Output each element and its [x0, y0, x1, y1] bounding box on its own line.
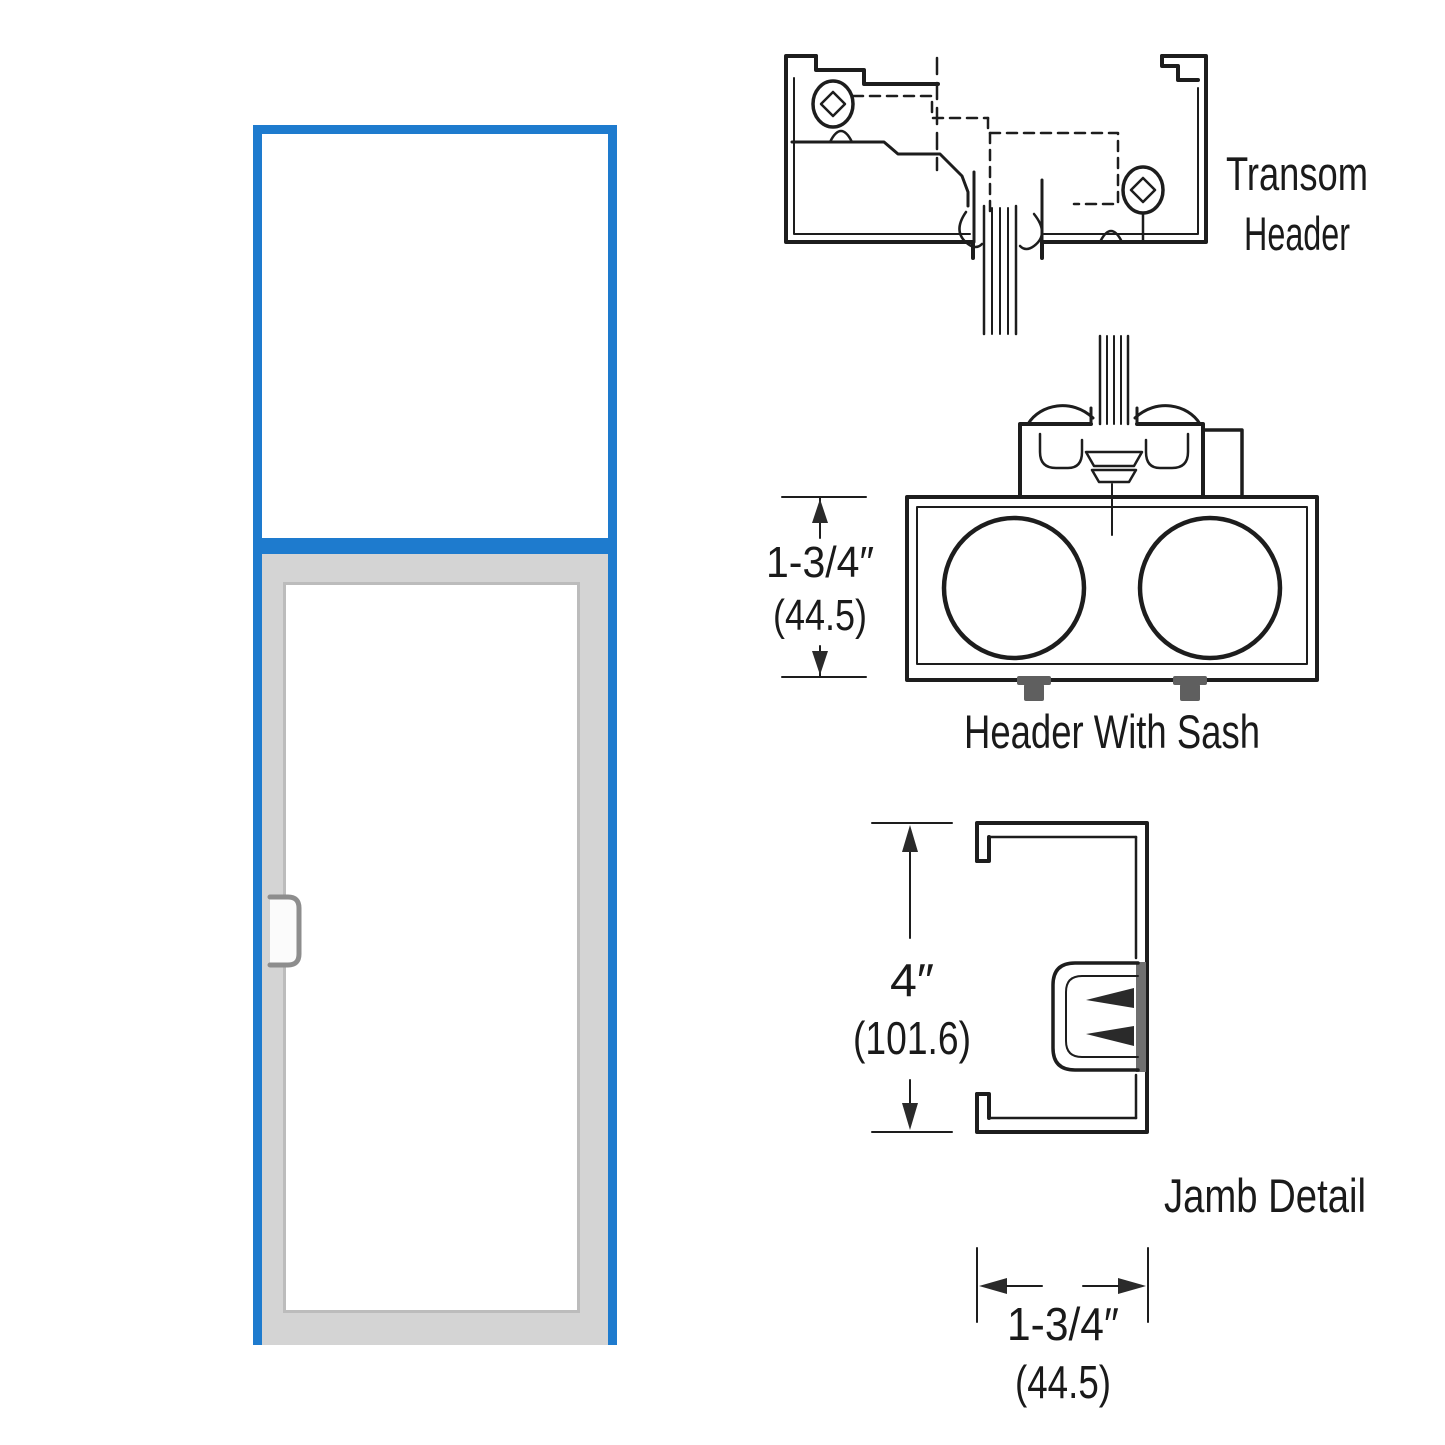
transom-left-inner	[793, 77, 971, 235]
transom-glass	[262, 134, 608, 538]
sash-height-inches: 1-3/4″	[766, 538, 874, 587]
jamb-height-dimension: 4″ (101.6)	[853, 822, 971, 1133]
frame-head	[253, 125, 617, 134]
gasket-bump-left	[828, 129, 854, 144]
transom-divider-bar	[253, 538, 617, 554]
gasket-left	[958, 210, 984, 249]
door-handle	[267, 894, 302, 968]
transom-header-label-line1: Transom	[1226, 147, 1368, 200]
door-handle-shape	[267, 894, 302, 968]
sash-glass-section	[1098, 334, 1130, 426]
screw-boss-right	[1137, 515, 1283, 661]
header-box	[905, 495, 1319, 682]
transom-right-inner	[1043, 87, 1199, 235]
fastener-icon	[811, 79, 855, 129]
fastener-icon	[1121, 165, 1165, 242]
header-with-sash-drawing: 1-3/4″ (44.5) Header With Sash	[766, 334, 1319, 758]
transom-right-hook	[1160, 54, 1200, 82]
header-with-sash-label: Header With Sash	[964, 705, 1260, 758]
jamb-height-metric: (101.6)	[853, 1012, 971, 1064]
screw-boss-left	[941, 515, 1087, 661]
jamb-profile	[975, 821, 1149, 1134]
jamb-width-inches: 1-3/4″	[1007, 1298, 1119, 1350]
sash-assembly	[1018, 404, 1244, 536]
jamb-width-dimension: 1-3/4″ (44.5)	[976, 1247, 1149, 1408]
transom-glass-section	[982, 204, 1018, 336]
jamb-width-metric: (44.5)	[1015, 1356, 1111, 1408]
sash-height-dimension: 1-3/4″ (44.5)	[766, 496, 874, 678]
jamb-latch-clip	[1051, 961, 1140, 1072]
jamb-height-inches: 4″	[890, 954, 934, 1006]
jamb-detail-drawing: 4″ (101.6) 1-3/4″ (44.5) Jamb Detail	[853, 821, 1366, 1408]
glazing-bead-feet	[1017, 676, 1207, 701]
door-glass	[283, 582, 580, 1313]
transom-header-drawing: Transom Header	[784, 54, 1368, 336]
transom-shelf	[790, 140, 970, 208]
transom-left-top-step	[814, 54, 940, 86]
frame-jamb-right	[608, 125, 617, 1345]
frame-jamb-left	[253, 125, 262, 1345]
gasket-right	[1018, 212, 1044, 251]
sash-height-metric: (44.5)	[773, 591, 867, 640]
transom-right-channel	[1040, 54, 1208, 260]
gasket-bump-right	[1098, 229, 1124, 244]
jamb-detail-label: Jamb Detail	[1164, 1169, 1366, 1222]
dashed-ghost-profile	[851, 56, 1120, 214]
transom-header-label-line2: Header	[1244, 207, 1350, 260]
